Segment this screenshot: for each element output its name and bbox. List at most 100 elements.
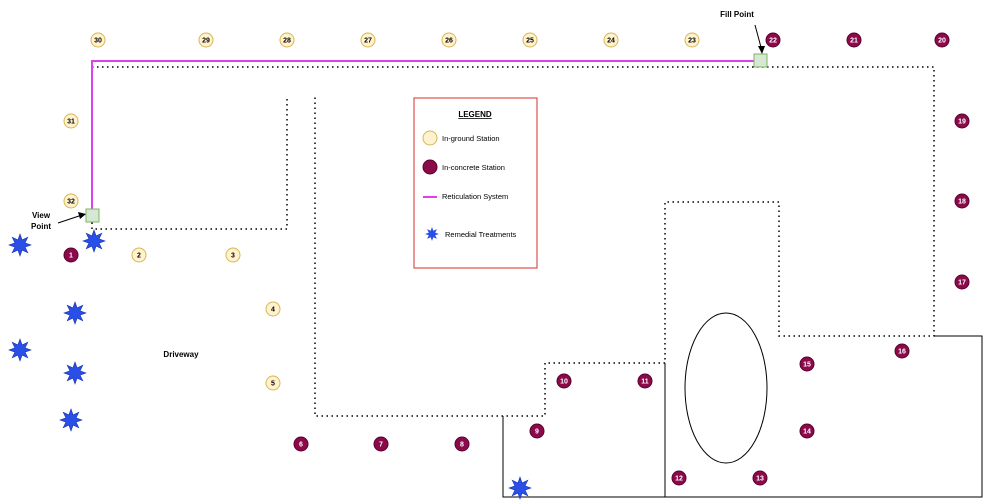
station-number: 4: [271, 307, 275, 314]
station-number: 15: [803, 362, 811, 369]
station-circle: [752, 470, 768, 486]
station-circle: [198, 32, 214, 48]
driveway-label: Driveway: [163, 350, 199, 359]
in-ground-station-32[interactable]: 32: [63, 193, 79, 209]
in-concrete-station-14[interactable]: 14: [799, 423, 815, 439]
view-point-label-line1: View: [32, 211, 51, 220]
legend-in-ground-swatch: [422, 130, 438, 146]
station-number: 24: [607, 38, 615, 45]
in-ground-station-3[interactable]: 3: [225, 247, 241, 263]
in-ground-station-5[interactable]: 5: [265, 375, 281, 391]
fill-point-fixture[interactable]: [753, 53, 768, 68]
station-number: 23: [688, 38, 696, 45]
in-ground-station-31[interactable]: 31: [63, 113, 79, 129]
in-concrete-station-21[interactable]: 21: [846, 32, 862, 48]
legend: LEGEND In-ground Station In-concrete Sta…: [413, 97, 538, 269]
in-concrete-station-20[interactable]: 20: [934, 32, 950, 48]
station-number: 18: [958, 199, 966, 206]
remedial-treatment-marker[interactable]: [63, 301, 87, 325]
station-circle: [671, 470, 687, 486]
station-number: 30: [94, 38, 102, 45]
station-circle: [265, 375, 281, 391]
view-point-label-line2: Point: [31, 222, 51, 231]
in-concrete-station-9[interactable]: 9: [529, 423, 545, 439]
in-ground-station-23[interactable]: 23: [684, 32, 700, 48]
legend-in-ground-label: In-ground Station: [442, 134, 500, 143]
station-number: 3: [231, 253, 235, 260]
station-number: 25: [526, 38, 534, 45]
in-ground-station-30[interactable]: 30: [90, 32, 106, 48]
station-number: 32: [67, 199, 75, 206]
station-number: 11: [641, 379, 649, 386]
in-concrete-station-18[interactable]: 18: [954, 193, 970, 209]
remedial-treatment-marker[interactable]: [59, 408, 83, 432]
remedial-treatment-marker[interactable]: [63, 361, 87, 385]
in-ground-station-4[interactable]: 4: [265, 301, 281, 317]
station-number: 14: [803, 429, 811, 436]
in-concrete-station-13[interactable]: 13: [752, 470, 768, 486]
legend-remedial-label: Remedial Treatments: [445, 230, 517, 239]
in-concrete-station-6[interactable]: 6: [293, 436, 309, 452]
station-number: 16: [898, 349, 906, 356]
in-concrete-station-10[interactable]: 10: [556, 373, 572, 389]
station-circle: [225, 247, 241, 263]
remedial-treatment-marker[interactable]: [8, 338, 32, 362]
station-circle: [131, 247, 147, 263]
remedial-treatment-marker[interactable]: [82, 229, 106, 253]
in-ground-station-25[interactable]: 25: [522, 32, 538, 48]
station-number: 2: [137, 253, 141, 260]
in-concrete-station-12[interactable]: 12: [671, 470, 687, 486]
station-number: 29: [202, 38, 210, 45]
station-circle: [684, 32, 700, 48]
station-circle: [441, 32, 457, 48]
station-number: 7: [379, 442, 383, 449]
in-concrete-station-16[interactable]: 16: [894, 343, 910, 359]
in-ground-station-26[interactable]: 26: [441, 32, 457, 48]
fill-point-arrowhead: [758, 46, 765, 54]
station-circle: [603, 32, 619, 48]
station-circle: [799, 423, 815, 439]
in-ground-station-29[interactable]: 29: [198, 32, 214, 48]
in-concrete-station-11[interactable]: 11: [637, 373, 653, 389]
remedial-treatment-marker[interactable]: [8, 233, 32, 257]
in-ground-station-27[interactable]: 27: [360, 32, 376, 48]
in-concrete-station-7[interactable]: 7: [373, 436, 389, 452]
remedial-treatment-marker[interactable]: [508, 476, 532, 500]
in-ground-station-24[interactable]: 24: [603, 32, 619, 48]
station-circle: [360, 32, 376, 48]
legend-box: [413, 97, 538, 269]
in-concrete-station-22[interactable]: 22: [765, 32, 781, 48]
station-circle: [63, 113, 79, 129]
in-concrete-station-1[interactable]: 1: [63, 247, 79, 263]
station-number: 19: [958, 119, 966, 126]
legend-reticulation-label: Reticulation System: [442, 192, 508, 201]
station-number: 9: [535, 429, 539, 436]
station-number: 12: [675, 476, 683, 483]
pool: [684, 312, 768, 464]
in-concrete-station-8[interactable]: 8: [454, 436, 470, 452]
in-concrete-station-17[interactable]: 17: [954, 274, 970, 290]
station-circle: [556, 373, 572, 389]
station-circle: [954, 113, 970, 129]
in-ground-station-28[interactable]: 28: [279, 32, 295, 48]
station-number: 27: [364, 38, 372, 45]
in-ground-station-2[interactable]: 2: [131, 247, 147, 263]
station-circle: [765, 32, 781, 48]
station-circle: [522, 32, 538, 48]
in-concrete-station-15[interactable]: 15: [799, 356, 815, 372]
view-point-fixture[interactable]: [85, 208, 100, 223]
station-number: 31: [67, 119, 75, 126]
station-number: 28: [283, 38, 291, 45]
station-circle: [954, 274, 970, 290]
in-concrete-station-19[interactable]: 19: [954, 113, 970, 129]
station-circle: [637, 373, 653, 389]
station-circle: [63, 193, 79, 209]
view-point-arrowhead: [78, 212, 86, 219]
station-number: 20: [938, 38, 946, 45]
garage-outline: [91, 67, 288, 230]
legend-in-concrete-label: In-concrete Station: [442, 163, 505, 172]
station-circle: [293, 436, 309, 452]
